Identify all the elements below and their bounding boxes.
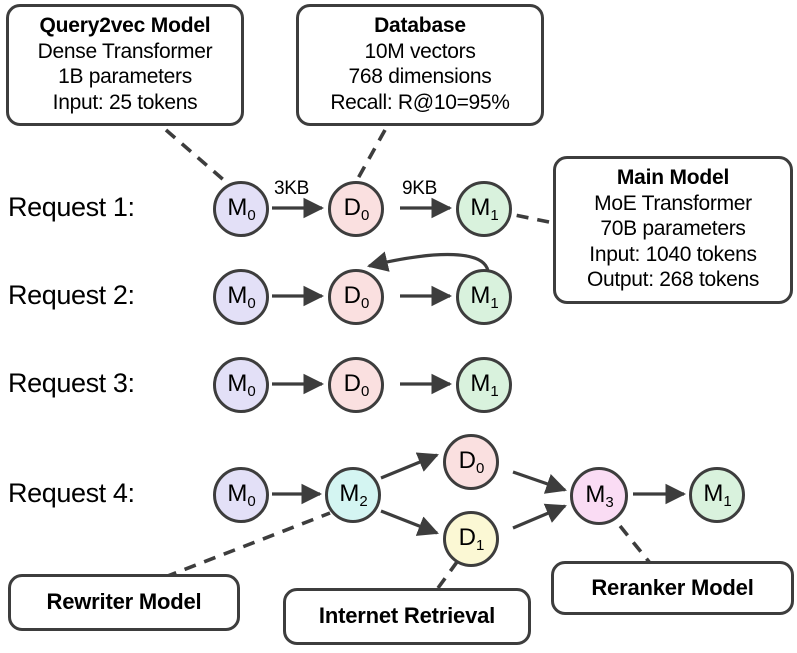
node-r2-m1[interactable]: M1 [456, 269, 512, 325]
callout-line: MoE Transformer [594, 191, 752, 215]
node-r1-d0[interactable]: D0 [328, 181, 384, 237]
node-label: M0 [227, 370, 256, 400]
edge-label-3kb: 3KB [274, 178, 310, 199]
leader-rewriter-to-m2 [164, 511, 331, 579]
callout-title: Query2vec Model [39, 14, 211, 37]
row-label-request-3: Request 3: [8, 368, 135, 398]
node-r2-d0[interactable]: D0 [328, 269, 384, 325]
callout-line: Dense Transformer [37, 39, 213, 63]
callout-title: Database [374, 14, 466, 37]
node-r3-m0[interactable]: M0 [213, 357, 269, 413]
callout-line: Input: 1040 tokens [589, 242, 757, 266]
row-label-request-4: Request 4: [8, 478, 135, 508]
node-r1-m0[interactable]: M0 [213, 181, 269, 237]
rewriter-callout[interactable]: Rewriter Model [8, 574, 240, 631]
node-r2-m0[interactable]: M0 [213, 269, 269, 325]
node-r4-m2[interactable]: M2 [325, 467, 381, 523]
node-label: M1 [470, 194, 499, 224]
row-label-request-1: Request 1: [8, 192, 135, 222]
edge-r4-m2-d0 [380, 452, 439, 480]
node-label: M0 [227, 194, 256, 224]
node-r4-d1[interactable]: D1 [443, 511, 499, 567]
callout-line: 768 dimensions [348, 65, 492, 89]
leader-query2vec-to-m0 [164, 128, 228, 184]
edge-r4-m2-d1 [380, 509, 439, 536]
callout-line: Input: 25 tokens [52, 90, 198, 114]
internet-retrieval-callout[interactable]: Internet Retrieval [283, 588, 531, 645]
row-label-request-2: Request 2: [8, 280, 135, 310]
node-label: D0 [343, 370, 370, 400]
main-model-callout[interactable]: Main Model MoE Transformer 70B parameter… [553, 156, 793, 305]
node-label: M2 [339, 480, 368, 510]
callout-line: 1B parameters [58, 65, 192, 89]
node-label: M0 [227, 480, 256, 510]
node-label: D0 [458, 447, 485, 477]
node-r4-m1[interactable]: M1 [689, 467, 745, 523]
callout-line: Output: 268 tokens [586, 268, 760, 292]
callout-title: Main Model [616, 166, 730, 189]
edge-r4-d1-m3 [512, 503, 567, 530]
reranker-callout[interactable]: Reranker Model [551, 561, 794, 615]
leader-database-to-d0 [354, 129, 387, 183]
query2vec-callout[interactable]: Query2vec Model Dense Transformer 1B par… [6, 4, 244, 127]
node-r4-m3[interactable]: M3 [570, 467, 628, 525]
node-r1-m1[interactable]: M1 [456, 181, 512, 237]
node-label: D0 [343, 282, 370, 312]
edge-label-9kb: 9KB [402, 178, 438, 199]
node-label: M1 [470, 282, 499, 312]
node-label: M1 [703, 480, 732, 510]
node-r3-m1[interactable]: M1 [456, 357, 512, 413]
callout-title: Reranker Model [591, 574, 754, 600]
node-r4-m0[interactable]: M0 [213, 467, 269, 523]
callout-title: Internet Retrieval [318, 603, 496, 629]
callout-line: 10M vectors [364, 39, 476, 63]
node-label: D0 [343, 194, 370, 224]
callout-line: Recall: R@10=95% [330, 90, 510, 114]
edge-r2-m1-d0-feedback [366, 251, 490, 272]
database-callout[interactable]: Database 10M vectors 768 dimensions Reca… [296, 4, 544, 127]
node-r4-d0[interactable]: D0 [443, 434, 499, 490]
node-label: D1 [458, 524, 485, 554]
node-label: M3 [585, 481, 614, 511]
node-label: M0 [227, 282, 256, 312]
edge-r4-d0-m3 [512, 470, 567, 494]
node-r3-d0[interactable]: D0 [328, 357, 384, 413]
callout-title: Rewriter Model [46, 589, 202, 615]
node-label: M1 [470, 370, 499, 400]
callout-line: 70B parameters [600, 217, 746, 241]
